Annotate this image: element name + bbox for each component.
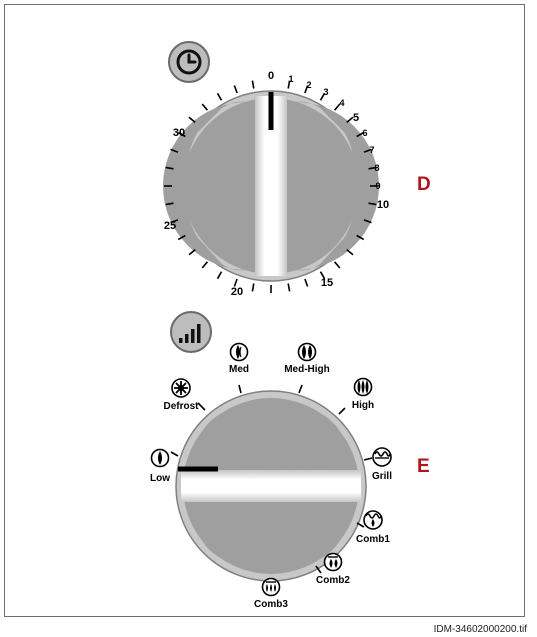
timer-tick (304, 278, 309, 287)
timer-tick (165, 202, 174, 206)
timer-tick (165, 166, 174, 170)
setting-label-med-high: Med-High (284, 364, 330, 375)
timer-num-0: 0 (268, 70, 274, 82)
timer-num-25: 25 (164, 220, 176, 232)
timer-tick (368, 202, 377, 206)
timer-num-20: 20 (231, 286, 243, 298)
setting-label-comb2: Comb2 (316, 575, 350, 586)
timer-tick (287, 80, 291, 89)
timer-num-9: 9 (375, 181, 380, 191)
timer-tick (346, 248, 354, 256)
setting-label-defrost: Defrost (163, 401, 199, 412)
timer-num-10: 10 (377, 199, 389, 211)
timer-num-3: 3 (323, 87, 328, 97)
timer-tick (333, 103, 341, 111)
timer-scale-numbers: 0 1 2 3 4 5 6 7 8 9 10 15 20 25 30 (164, 70, 389, 298)
power-pointer (178, 466, 218, 472)
high-flame-icon (353, 377, 373, 397)
timer-tick (170, 148, 179, 153)
timer-scale-ticks (164, 80, 378, 293)
power-dial-letter: E (417, 456, 430, 477)
timer-num-6: 6 (362, 128, 367, 138)
timer-tick (356, 234, 365, 241)
timer-dial-letter: D (417, 174, 431, 195)
timer-num-8: 8 (374, 163, 379, 173)
setting-label-high: High (352, 400, 374, 411)
comb2-icon (323, 552, 343, 572)
setting-label-low: Low (150, 473, 170, 484)
timer-tick (188, 116, 196, 124)
comb1-icon (363, 510, 383, 530)
timer-pointer (268, 92, 274, 130)
timer-tick (319, 92, 326, 101)
timer-tick (188, 248, 196, 256)
timer-tick (319, 271, 326, 280)
timer-tick (304, 85, 309, 94)
clock-icon (168, 41, 210, 83)
med-flame-icon (229, 342, 249, 362)
timer-tick (233, 85, 238, 94)
timer-tick (170, 219, 179, 224)
figure-frame (4, 4, 525, 617)
timer-num-15: 15 (321, 277, 333, 289)
timer-tick (251, 80, 255, 89)
timer-tick (363, 148, 372, 153)
power-dial-grip (181, 470, 361, 502)
setting-label-comb3: Comb3 (254, 599, 288, 610)
timer-tick (363, 219, 372, 224)
timer-tick (356, 131, 365, 138)
timer-tick (177, 131, 186, 138)
timer-num-5: 5 (353, 112, 359, 124)
timer-dial[interactable]: 0 1 2 3 4 5 6 7 8 9 10 15 20 25 30 (163, 41, 389, 298)
comb3-icon (261, 577, 281, 597)
timer-tick (233, 278, 238, 287)
timer-tick (201, 103, 209, 111)
timer-num-2: 2 (306, 80, 311, 90)
file-id: IDM-34602000200.tif (433, 624, 527, 635)
power-scale-ticks (170, 384, 373, 589)
power-dial[interactable]: Low Defrost Med Med-High High Grill Comb… (150, 311, 392, 610)
timer-tick (216, 92, 223, 101)
timer-tick (251, 283, 255, 292)
setting-label-med: Med (229, 364, 249, 375)
timer-tick (177, 234, 186, 241)
timer-tick (216, 271, 223, 280)
timer-tick (201, 261, 209, 269)
power-level-bars-icon (170, 311, 212, 353)
setting-label-comb1: Comb1 (356, 534, 390, 545)
timer-num-30: 30 (173, 127, 185, 139)
timer-num-4: 4 (339, 98, 344, 108)
timer-num-1: 1 (288, 74, 293, 84)
timer-tick (287, 283, 291, 292)
med-high-flame-icon (297, 342, 317, 362)
timer-tick (333, 261, 341, 269)
timer-tick (346, 116, 354, 124)
grill-icon (372, 447, 392, 467)
defrost-snowflake-icon (171, 378, 191, 398)
low-flame-icon (150, 448, 170, 468)
timer-num-7: 7 (369, 145, 374, 155)
setting-label-grill: Grill (372, 471, 392, 482)
timer-tick (368, 166, 377, 170)
